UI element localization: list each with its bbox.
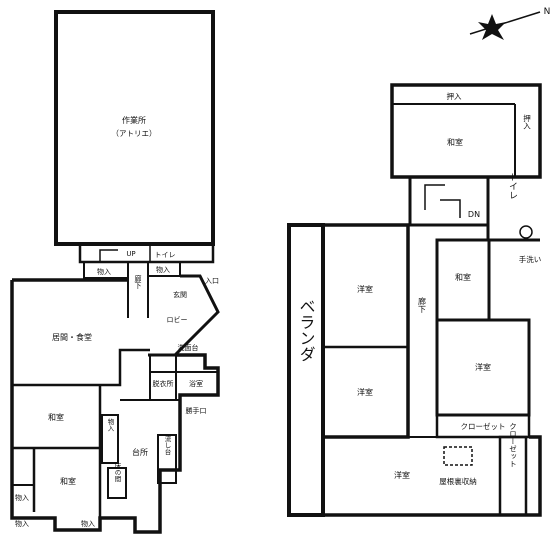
entrance-label: 入口 [205,277,219,285]
left-oshiire-3-label: 物入 [15,493,29,502]
corridor-walls [127,262,149,318]
washroom-label: 洗面台 [178,343,199,352]
youshitsu-1-label: 洋室 [357,284,373,294]
washitsu-2-label: 和室 [60,476,76,486]
attic-hatch-outline [443,446,473,466]
closet-2-label: クローゼット [508,422,517,467]
lobby-label: ロビー [167,315,188,324]
handwash-icon [519,225,533,239]
mid-washitsu-label: 和室 [455,272,471,282]
bath-label: 浴室 [189,379,203,388]
closet-2-box [498,435,528,517]
youshitsu-3-label: 洋室 [475,362,491,372]
left-floor-plan: 作業所 （アトリエ） UP トイレ 物入 物入 廊下 入口 玄関 ロビー 居間・… [10,10,220,534]
genkan-label: 玄関 [173,290,187,299]
kitchen-label: 台所 [132,447,148,457]
compass-north-label: N [544,7,551,17]
left-oshiire-1-label: 物入 [97,267,111,276]
bottom-block-wall [321,435,542,517]
pantry-box [107,467,127,499]
stove-box [157,434,177,484]
dressing-label: 脱衣所 [153,379,174,388]
atelier-room [54,10,215,246]
left-toilet-label: トイレ [155,251,176,259]
closet-1-label: クローゼット [461,421,506,431]
top-washitsu-label: 和室 [447,137,463,147]
atelier-sub-label: （アトリエ） [112,129,157,138]
right-oshiire-top-label: 押入 [447,91,462,101]
left-oshiire-2-label: 物入 [156,265,170,274]
living-label: 居間・食堂 [52,332,92,342]
right-oshiire-right-label: 押入 [522,113,531,130]
bath-walls [149,355,218,400]
veranda-area [287,223,325,517]
right-corridor-label: 廊下 [418,296,427,314]
youshitsu-left-block [321,223,410,439]
atelier-label: 作業所 [122,115,146,125]
right-toilet-label: トイレ [507,173,518,200]
living-wall [12,348,150,387]
atelier-connector [78,244,215,264]
stove-label: 流し台 [163,434,171,456]
stair-lines [99,244,151,262]
youshitsu-2-label: 洋室 [357,387,373,397]
lobby-wall [148,274,220,357]
attic-storage-label: 屋根裏収納 [439,476,477,486]
right-stair-lines [424,184,461,218]
kitchen-door-label: 勝手口 [186,406,207,415]
lower-block-outer-wall [10,278,220,534]
up-label: UP [126,250,135,258]
washitsu-2-wall [32,448,102,518]
compass-icon: N [469,7,551,40]
pantry-label: 床の間 [113,461,121,483]
storage-closet-label: 物入 [106,417,114,432]
storage-closet-box [101,414,119,464]
washitsu-1-label: 和室 [48,412,64,422]
left-oshiire-5-label: 物入 [81,519,95,528]
closet-1-box [435,413,531,439]
veranda-label: ベランダ [297,298,316,362]
top-oshiire-walls [392,103,516,177]
right-floor-plan: 押入 押入 和室 DN トイレ 手洗い 和室 ベランダ 洋室 洋室 廊下 洋室 … [287,83,542,517]
handwash-label: 手洗い [519,254,542,264]
youshitsu-4-label: 洋室 [394,470,410,480]
top-washitsu-room [390,83,542,179]
left-oshiire-4-label: 物入 [15,519,29,528]
dn-label: DN [468,210,480,219]
left-corridor-label: 廊下 [134,274,142,290]
